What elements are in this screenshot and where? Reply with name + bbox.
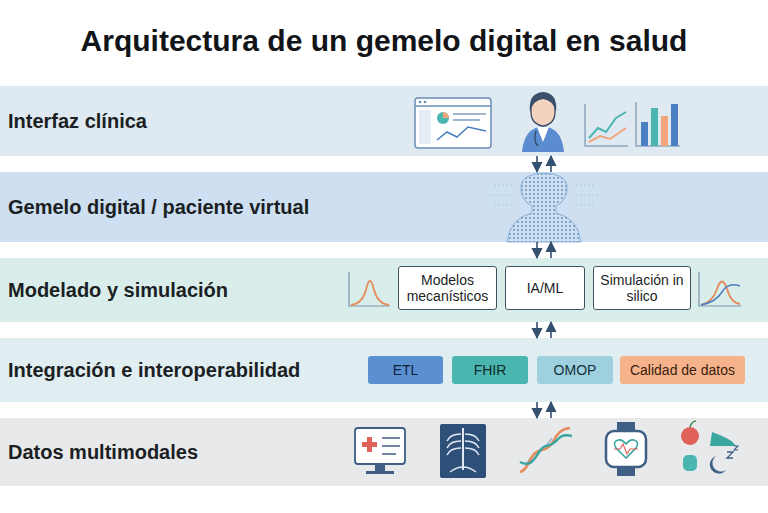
component-box: Modelos mecanísticos (398, 266, 497, 310)
distribution-curve (349, 272, 390, 306)
flow-arrow (550, 402, 552, 418)
xray-icon (440, 424, 486, 478)
component-box: OMOP (537, 356, 613, 384)
flow-arrow (536, 242, 538, 258)
box-label: IA/ML (527, 280, 564, 296)
ehr-monitor-icon (355, 428, 405, 474)
layer-band: Modelado y simulación Modelos mecanístico… (0, 258, 768, 322)
bar-chart-icon (636, 102, 680, 146)
component-box: FHIR (452, 356, 528, 384)
flow-arrow (536, 402, 538, 418)
band-label: Integración e interoperabilidad (8, 359, 300, 382)
box-label: OMOP (554, 362, 597, 378)
flow-arrow (550, 322, 552, 338)
flow-arrow (536, 156, 538, 172)
line-chart-icon (585, 104, 628, 146)
clinician-icon (522, 92, 564, 152)
diagram-title: Arquitectura de un gemelo digital en sal… (0, 24, 768, 58)
box-label: Calidad de datos (630, 362, 735, 378)
layer-band: Datos multimodales (0, 418, 768, 486)
smartwatch-icon (606, 422, 646, 476)
virtual-patient-figure (490, 173, 598, 242)
band-ground (0, 418, 768, 486)
band-ground (0, 86, 768, 156)
distribution-curve (699, 272, 741, 306)
band-ground (0, 338, 768, 402)
flow-arrow (550, 156, 552, 172)
dna-icon (520, 428, 572, 472)
component-box: Calidad de datos (620, 356, 745, 384)
component-box: ETL (368, 356, 443, 384)
band-ground (0, 172, 768, 242)
band-label: Interfaz clínica (8, 110, 147, 133)
lifestyle-icons (681, 421, 738, 474)
box-label: ETL (393, 362, 419, 378)
box-label: Simulación in silico (599, 272, 685, 304)
band-label: Modelado y simulación (8, 279, 228, 302)
band-label: Datos multimodales (8, 441, 198, 464)
band-label: Gemelo digital / paciente virtual (8, 196, 309, 219)
flow-arrow (550, 242, 552, 258)
band-ground (0, 258, 768, 322)
component-box: IA/ML (505, 266, 585, 310)
dashboard-icon (415, 98, 491, 148)
layer-band: Gemelo digital / paciente virtual (0, 172, 768, 242)
box-label: FHIR (474, 362, 507, 378)
component-box: Simulación in silico (593, 266, 691, 310)
flow-arrow (536, 322, 538, 338)
box-label: Modelos mecanísticos (404, 272, 491, 304)
layer-band: Integración e interoperabilidad ETL FHIR OM… (0, 338, 768, 402)
layer-band: Interfaz clínica (0, 86, 768, 156)
